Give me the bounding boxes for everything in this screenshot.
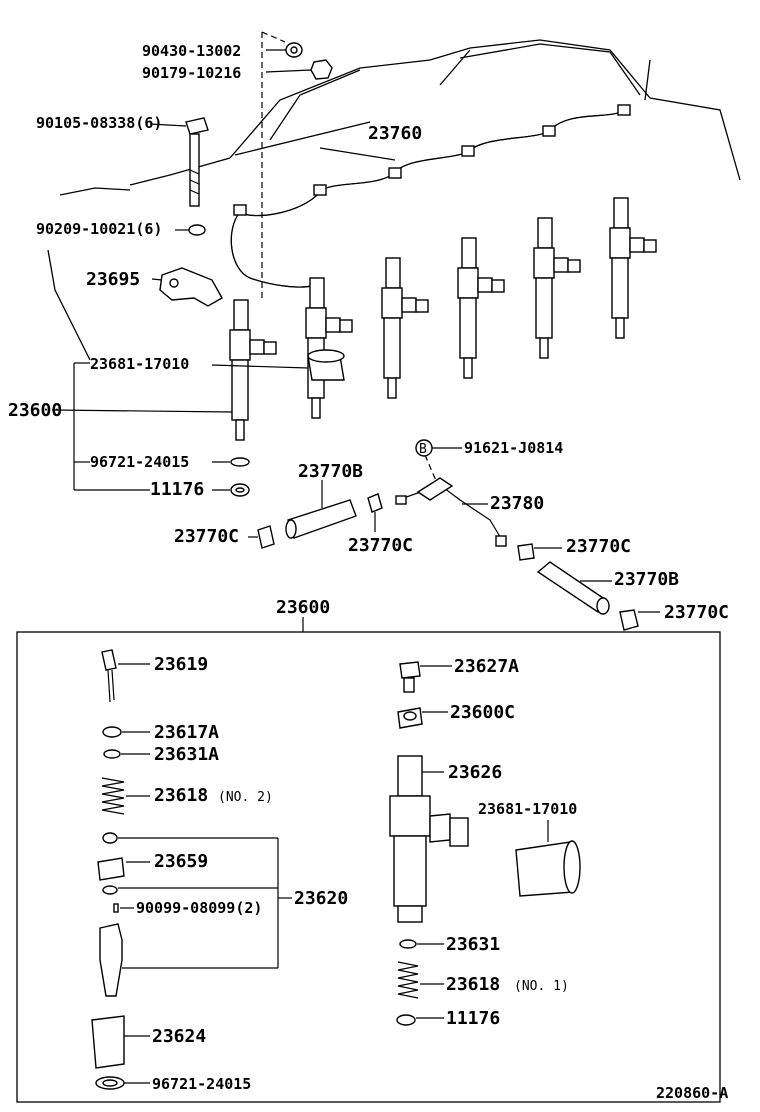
- label-23619: 23619: [154, 654, 208, 675]
- label-badge-b: B: [419, 442, 427, 457]
- nozzle-clamp-23695: [151, 267, 223, 307]
- figure-id: 220860-A: [656, 1084, 728, 1102]
- label-90099: 90099-08099(2): [136, 899, 262, 917]
- label-96721-bottom: 96721-24015: [152, 1075, 251, 1093]
- label-23631a: 23631A: [154, 744, 219, 765]
- fuel-pipe-23760: [230, 104, 631, 288]
- label-23600-left: 23600: [8, 400, 62, 421]
- bolt-90105: [149, 117, 209, 207]
- badge-b: [415, 439, 462, 457]
- label-91621: 91621-J0814: [464, 439, 563, 457]
- part-23624: [91, 1015, 150, 1069]
- part-23631a: [103, 749, 150, 759]
- label-23770c-mid: 23770C: [348, 535, 413, 556]
- nut-90179: [265, 59, 333, 80]
- gasket-11176-bottom: [396, 1014, 444, 1026]
- spring-23618-no2: [101, 777, 150, 815]
- label-23618-no1-suffix: (NO. 1): [514, 979, 569, 994]
- label-23626: 23626: [448, 762, 502, 783]
- gasket-11176-top: [230, 483, 250, 497]
- label-90179: 90179-10216: [142, 64, 241, 82]
- injector-4: [457, 237, 505, 379]
- part-23620-group: [97, 832, 292, 997]
- bracket-23600-left: [51, 362, 233, 491]
- label-23695: 23695: [86, 269, 140, 290]
- label-90209: 90209-10021(6): [36, 220, 162, 238]
- label-23618-no2-suffix: (NO. 2): [218, 790, 273, 805]
- label-23620: 23620: [294, 888, 348, 909]
- assembly-box-23600: [16, 617, 721, 1103]
- holder-seal-23681-bottom: [515, 820, 581, 897]
- dashed-guide: [261, 31, 441, 491]
- injector-6: [609, 197, 657, 339]
- label-23681-bottom: 23681-17010: [478, 800, 577, 818]
- labels: 90430-13002 90179-10216 90105-08338(6) 2…: [8, 42, 729, 1102]
- label-23600-box: 23600: [276, 597, 330, 618]
- part-23631: [399, 939, 444, 949]
- label-90105: 90105-08338(6): [36, 114, 162, 132]
- injector-3: [381, 257, 429, 399]
- injector-2: [305, 277, 353, 419]
- label-23624: 23624: [152, 1026, 206, 1047]
- label-23617a: 23617A: [154, 722, 219, 743]
- clip-23770c-mid: [367, 493, 383, 532]
- leakage-pipe-23780: [395, 477, 507, 547]
- washer-96721-bottom: [95, 1076, 150, 1090]
- label-96721-top: 96721-24015: [90, 453, 189, 471]
- label-23627a: 23627A: [454, 656, 519, 677]
- clip-23770c-right: [517, 543, 562, 561]
- part-23627a: [399, 661, 452, 693]
- label-23600c: 23600C: [450, 702, 515, 723]
- part-23619: [101, 649, 150, 703]
- part-23626: [389, 755, 469, 923]
- hose-23770b-right: [536, 561, 612, 615]
- label-23770b-top: 23770B: [298, 461, 363, 482]
- label-11176-top: 11176: [150, 479, 204, 500]
- label-23770c-left: 23770C: [174, 526, 239, 547]
- label-23681-top: 23681-17010: [90, 355, 189, 373]
- injector-5: [533, 217, 581, 359]
- spring-23618-no1: [397, 961, 444, 999]
- clip-23770c-left: [248, 525, 275, 549]
- injector-1: [229, 299, 277, 441]
- label-90430: 90430-13002: [142, 42, 241, 60]
- holder-seal-23681-top: [211, 349, 345, 381]
- label-23770b-right: 23770B: [614, 569, 679, 590]
- label-11176-bottom: 11176: [446, 1008, 500, 1029]
- label-23760: 23760: [368, 123, 422, 144]
- label-23618-no2: 23618: [154, 785, 208, 806]
- hose-23770b-top: [285, 480, 357, 539]
- cylinder-head-outline: [47, 39, 741, 361]
- washer-96721-top: [230, 457, 250, 467]
- label-23631: 23631: [446, 934, 500, 955]
- label-23659: 23659: [154, 851, 208, 872]
- label-23770c-right: 23770C: [566, 536, 631, 557]
- clip-23770c-far: [619, 609, 660, 631]
- part-23617a: [102, 726, 150, 738]
- washer-90430: [266, 42, 303, 58]
- washer-90209: [175, 224, 206, 236]
- label-23780: 23780: [490, 493, 544, 514]
- label-23770c-far: 23770C: [664, 602, 729, 623]
- part-23600c: [397, 707, 448, 729]
- label-23618-no1: 23618: [446, 974, 500, 995]
